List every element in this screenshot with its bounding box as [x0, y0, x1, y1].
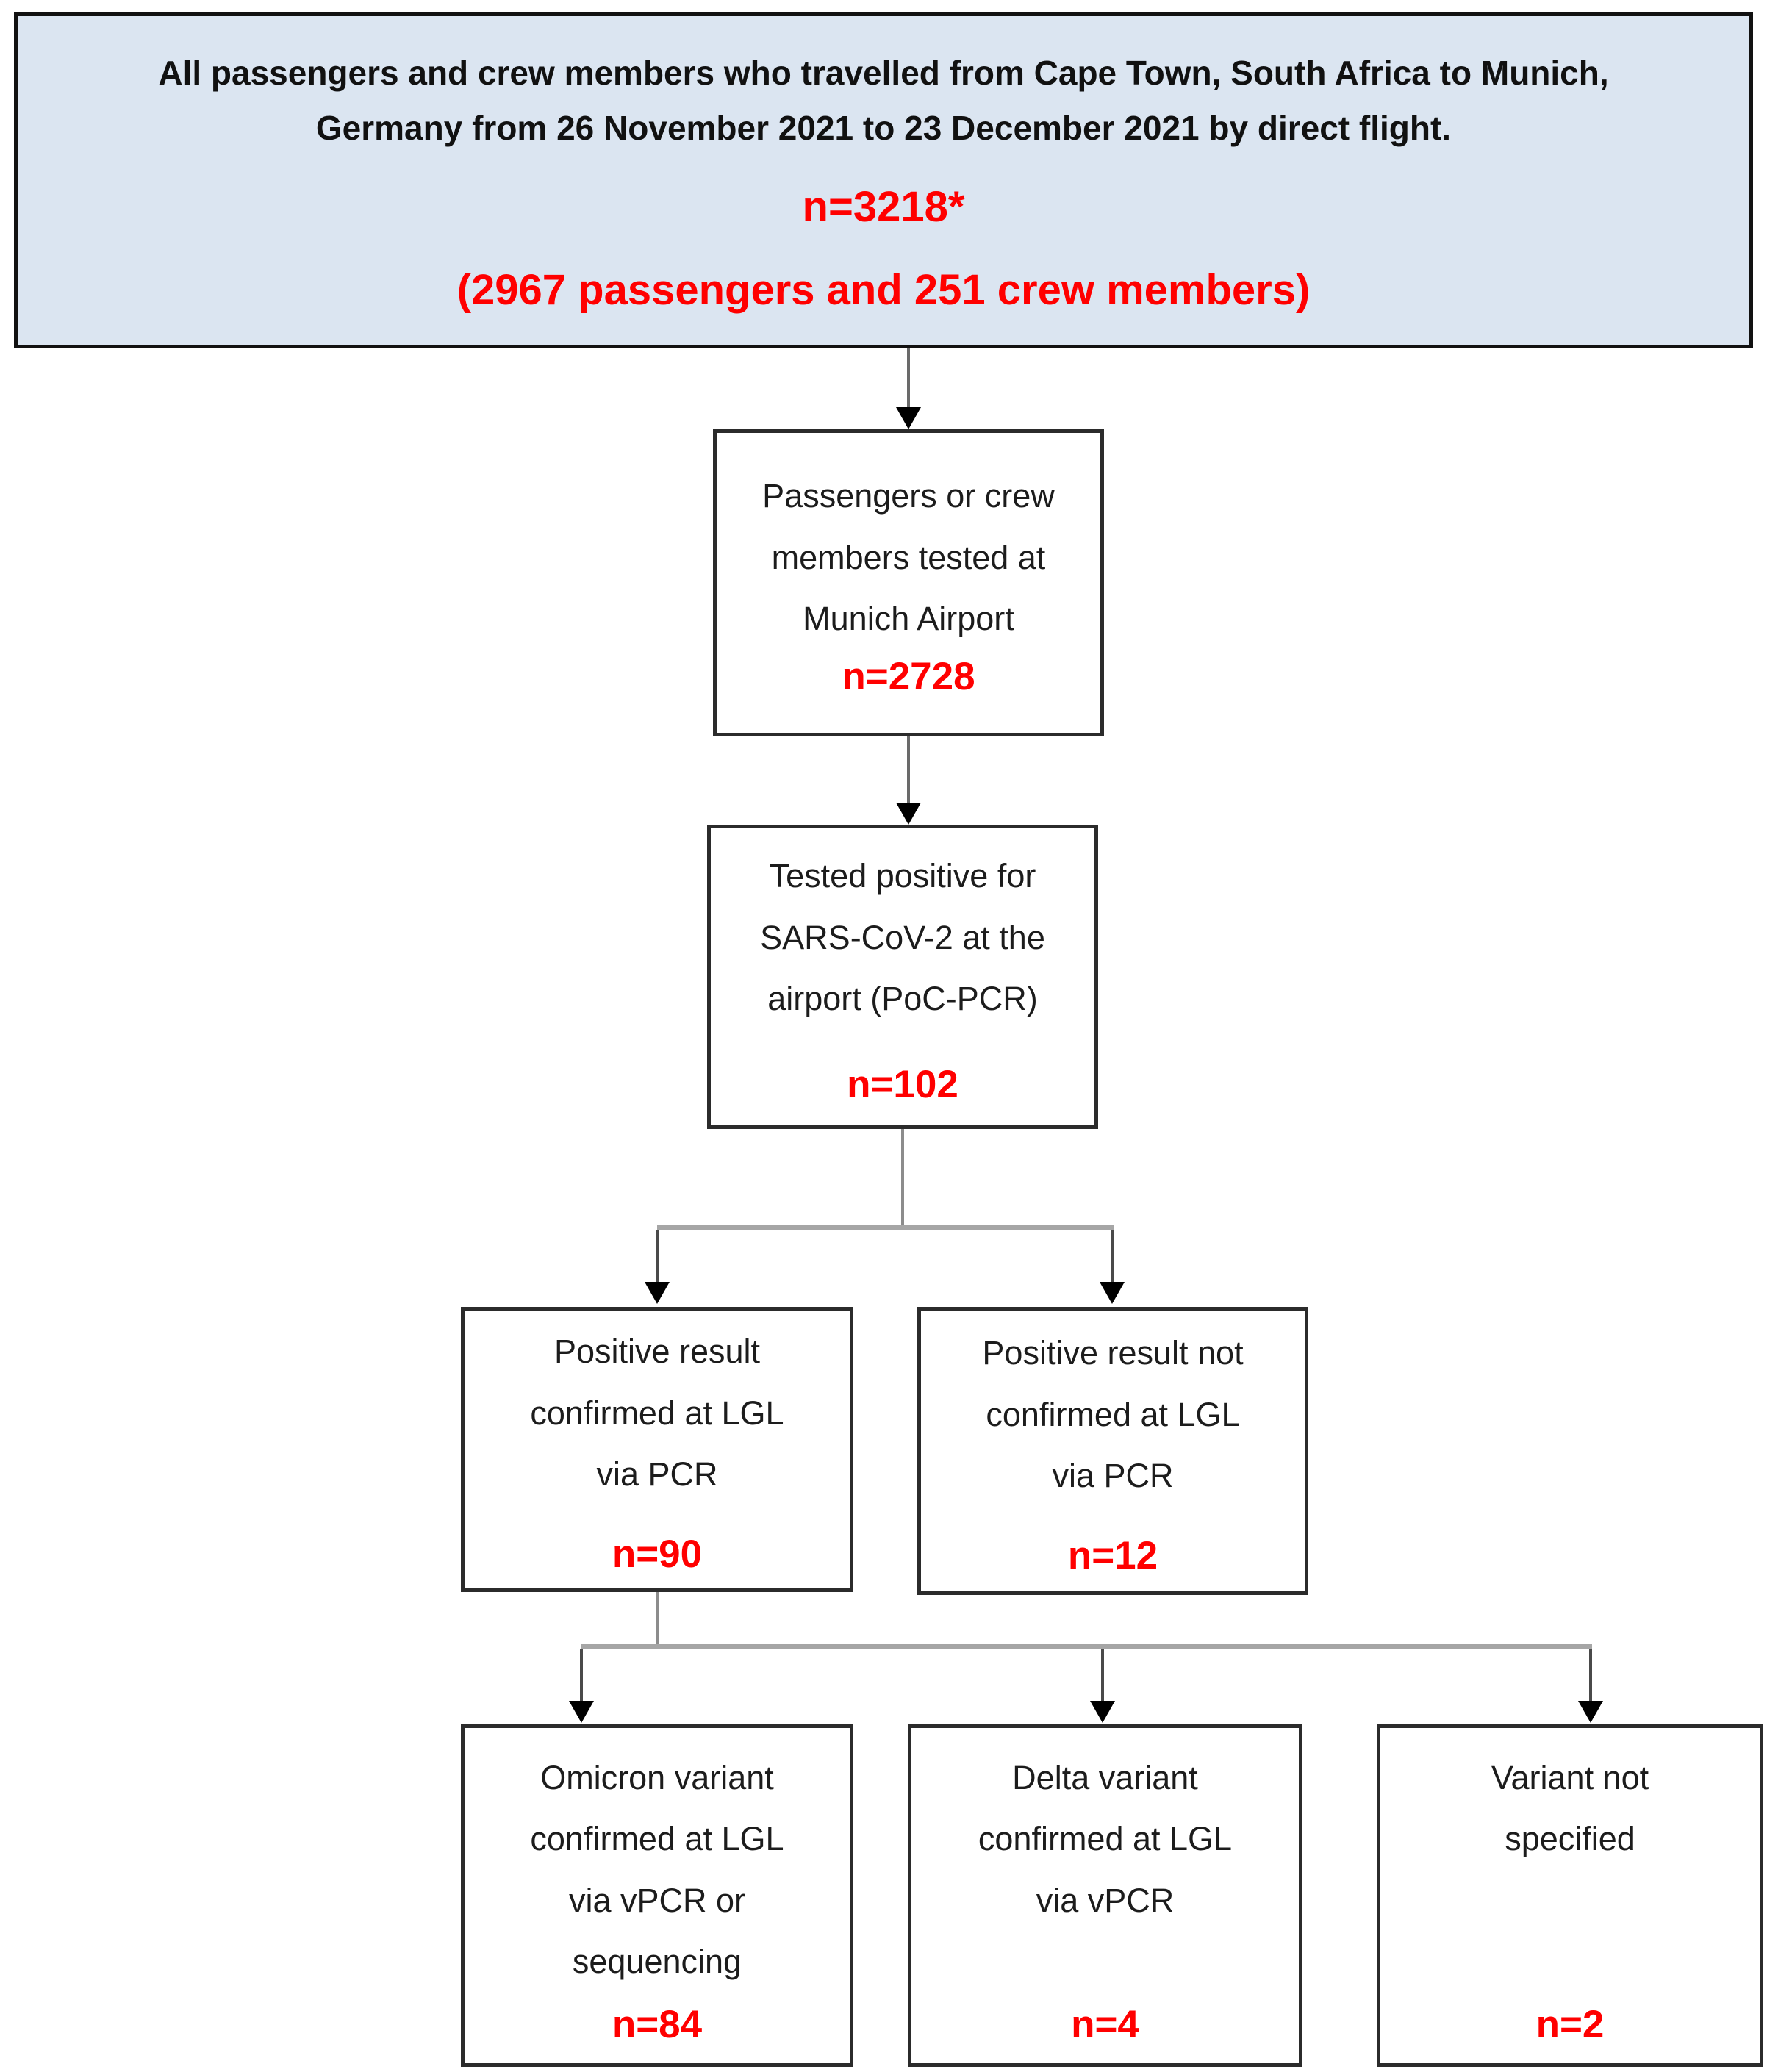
connector-line	[656, 1592, 659, 1646]
node-omicron-variant: Omicron variant confirmed at LGL via vPC…	[461, 1724, 853, 2067]
node-text: Positive result not confirmed at LGL via…	[982, 1334, 1244, 1494]
node-text: Tested positive for SARS-CoV-2 at the ai…	[760, 857, 1045, 1017]
node-text: Positive result confirmed at LGL via PCR	[530, 1333, 784, 1493]
arrow-down-icon	[1578, 1701, 1603, 1723]
node-text: Delta variant confirmed at LGL via vPCR	[978, 1759, 1233, 1919]
node-not-confirmed-lgl: Positive result not confirmed at LGL via…	[917, 1307, 1308, 1595]
node-confirmed-lgl: Positive result confirmed at LGL via PCR…	[461, 1307, 853, 1592]
connector-line	[580, 1649, 583, 1701]
node-n-value: n=4	[1071, 2003, 1139, 2047]
node-tested-at-airport: Passengers or crew members tested at Mun…	[713, 429, 1104, 736]
node-n-value: n=2	[1535, 2003, 1605, 2047]
connector-line	[901, 1129, 904, 1227]
arrow-down-icon	[1100, 1282, 1125, 1304]
study-population-breakdown: (2967 passengers and 251 crew members)	[456, 266, 1311, 315]
node-n-value: n=90	[612, 1533, 703, 1577]
node-text: Omicron variant confirmed at LGL via vPC…	[530, 1759, 784, 1980]
arrow-down-icon	[1090, 1701, 1115, 1723]
connector-line	[907, 736, 910, 804]
arrow-down-icon	[896, 803, 921, 825]
arrow-down-icon	[645, 1282, 670, 1304]
connector-line	[656, 1230, 659, 1283]
node-n-value: n=102	[847, 1063, 958, 1107]
connector-line	[1589, 1649, 1592, 1701]
arrow-down-icon	[569, 1701, 594, 1723]
study-population-n-value: n=3218*	[802, 183, 965, 232]
study-population-text: All passengers and crew members who trav…	[158, 54, 1609, 147]
arrow-down-icon	[896, 407, 921, 429]
node-delta-variant: Delta variant confirmed at LGL via vPCR …	[908, 1724, 1302, 2067]
node-variant-not-specified: Variant not specified n=2	[1377, 1724, 1763, 2067]
connector-line	[1101, 1649, 1104, 1701]
node-n-value: n=2728	[842, 655, 975, 699]
node-n-value: n=84	[612, 2003, 703, 2047]
node-text: Variant not specified	[1491, 1759, 1649, 1858]
connector-branch-bar	[581, 1644, 1592, 1649]
study-population-box: All passengers and crew members who trav…	[14, 12, 1753, 348]
connector-branch-bar	[657, 1225, 1114, 1230]
node-n-value: n=12	[1067, 1534, 1158, 1578]
node-text: Passengers or crew members tested at Mun…	[762, 477, 1055, 637]
connector-line	[1111, 1230, 1114, 1283]
connector-line	[907, 348, 910, 409]
node-tested-positive: Tested positive for SARS-CoV-2 at the ai…	[707, 825, 1098, 1129]
